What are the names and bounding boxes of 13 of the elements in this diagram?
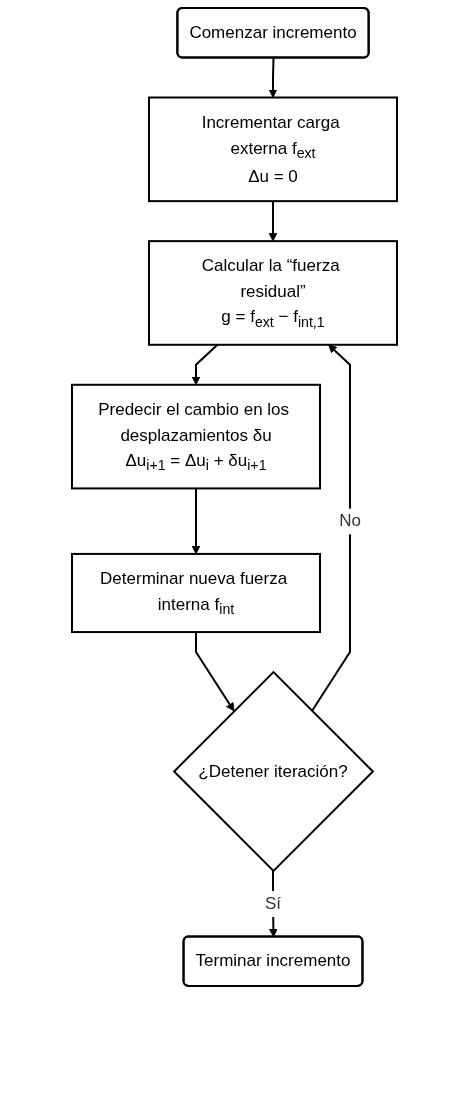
arrow (195, 631, 235, 712)
arrow (268, 200, 278, 242)
node-box: Predecir el cambio en los desplazamientos δu Δu$_{i+1}$ = Δu$_{i}$ + δu$_{i+1}$ (71, 383, 321, 490)
edge-label: No (339, 511, 361, 531)
node-box: Calcular la “fuerza residual” g = f$_{ext}$ − f$_{int,1}$ (148, 240, 398, 346)
edge-label: Sí (264, 893, 282, 913)
arrow (268, 57, 278, 98)
arrow (191, 343, 219, 386)
arrow (191, 487, 201, 555)
arrow (310, 344, 351, 713)
node-box: Incrementar carga externa f$_{ext}$ Δu = 0 (148, 96, 398, 203)
node-box: Determinar nueva fuerza interna f$_{int}$ (71, 552, 321, 634)
node-diamond: ¿Detener iteración? (172, 670, 375, 873)
